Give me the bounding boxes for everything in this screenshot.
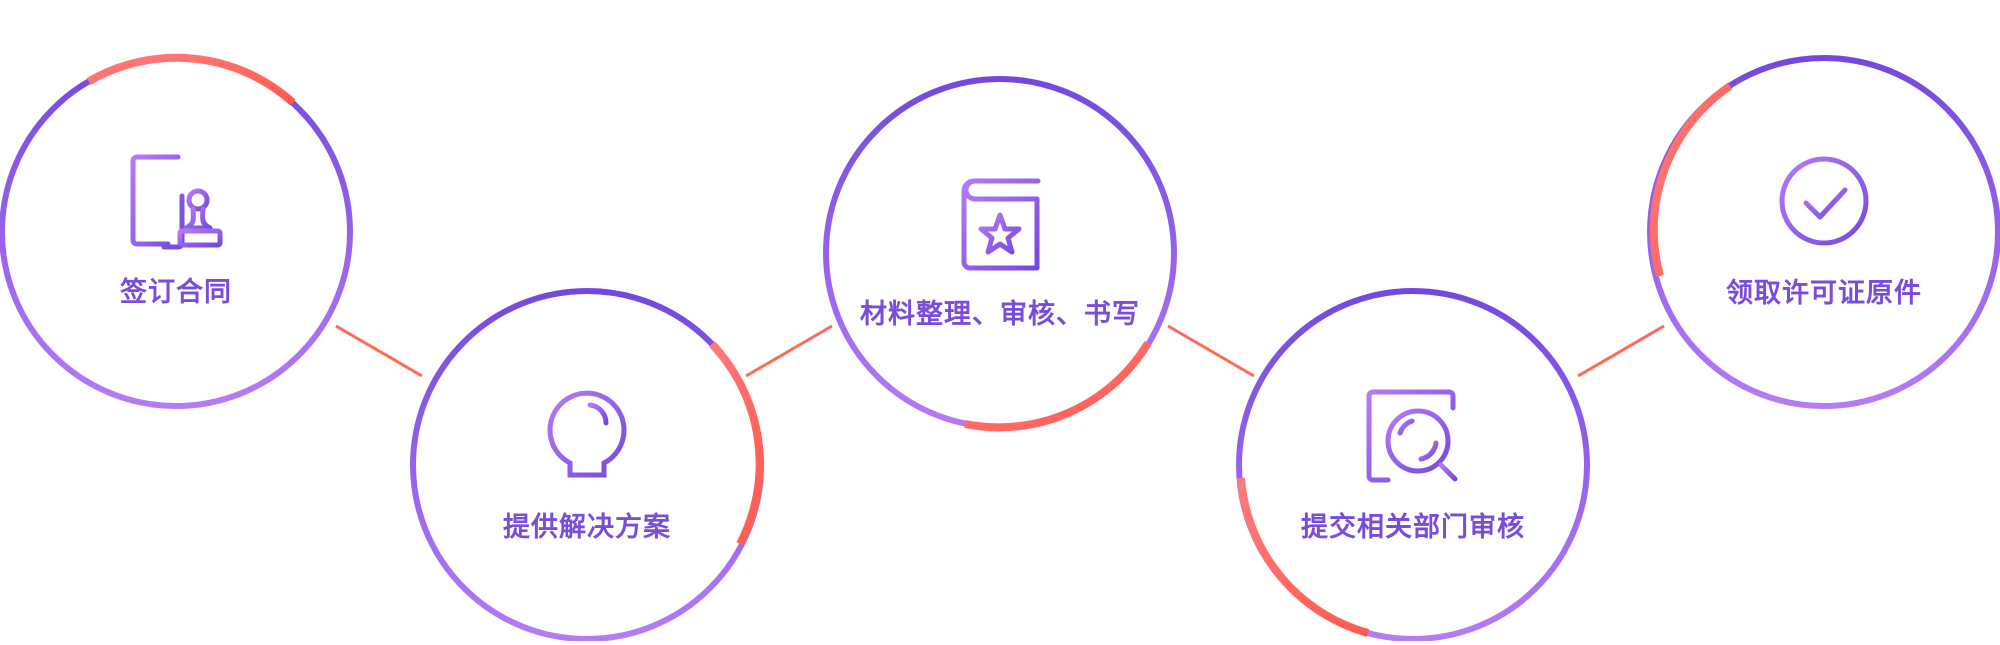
step-2-label: 提供解决方案 bbox=[503, 512, 671, 543]
connector-3-4 bbox=[1167, 324, 1255, 378]
step-1-ring bbox=[0, 53, 353, 409]
connector-2-3 bbox=[745, 324, 833, 378]
connector-4-5 bbox=[1577, 324, 1665, 378]
contract-stamp-icon bbox=[130, 154, 223, 250]
step-4-label: 提交相关部门审核 bbox=[1301, 512, 1525, 543]
step-4-ring bbox=[1236, 288, 1590, 642]
step-2-ring bbox=[410, 288, 764, 642]
book-star-icon bbox=[961, 178, 1041, 271]
lightbulb-icon bbox=[547, 390, 627, 487]
step-5-label: 领取许可证原件 bbox=[1726, 278, 1922, 309]
step-5-ring bbox=[1647, 55, 2000, 409]
step-3-ring bbox=[823, 76, 1177, 432]
step-1-label: 签订合同 bbox=[120, 277, 232, 308]
step-3-label: 材料整理、审核、书写 bbox=[860, 299, 1140, 330]
connector-1-2 bbox=[335, 324, 423, 378]
check-circle-icon bbox=[1779, 156, 1869, 246]
document-search-icon bbox=[1366, 389, 1458, 483]
